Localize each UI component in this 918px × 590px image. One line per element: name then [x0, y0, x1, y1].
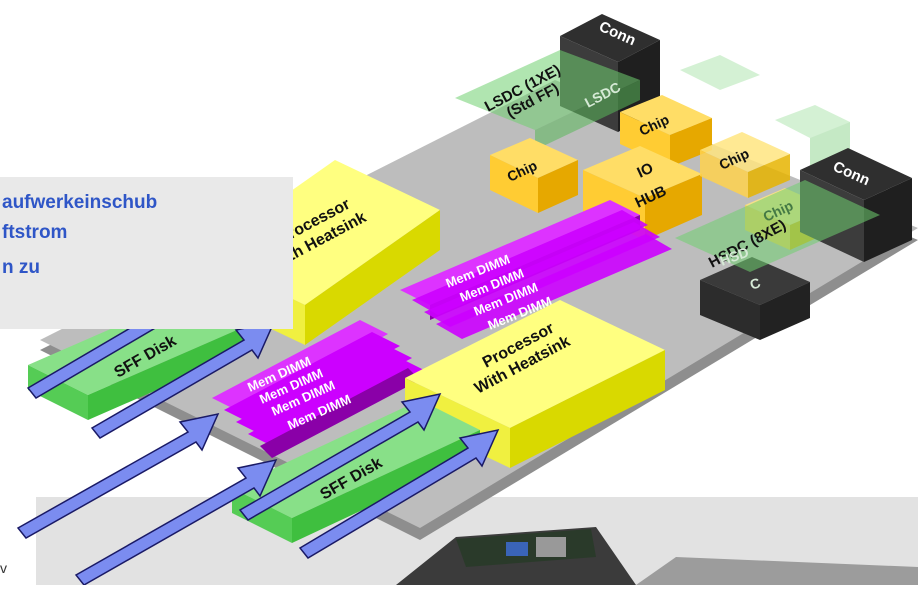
callout-line-1: aufwerkeinschub [2, 192, 158, 213]
lsdc-card: LSDC (1XE) (Std FF) LSDC [455, 50, 640, 150]
callout-panel: aufwerkeinschub ftstrom n zu [0, 177, 293, 329]
airflow-arrow-4 [74, 458, 278, 585]
hsdc-card: HSDC (8XE) HSD C [675, 180, 880, 340]
callout-line-2: ftstrom [2, 222, 68, 243]
airflow-arrows [16, 280, 500, 585]
server-photo-graphic [396, 527, 918, 585]
chip-3: Chip [700, 132, 790, 198]
stray-text: v [0, 560, 7, 576]
callout-line-3: n zu [2, 257, 40, 278]
airflow-arrow-5 [238, 392, 442, 521]
chip-1: Chip [490, 138, 578, 213]
io-label: IO [635, 159, 657, 181]
airflow-arrow-2 [90, 320, 276, 439]
airflow-arrow-3 [16, 412, 220, 539]
airflow-arrow-6 [298, 428, 500, 559]
dimm-row-back: Mem DIMM Mem DIMM Mem DIMM Mem DIMM [400, 200, 672, 339]
server-photo [36, 497, 918, 585]
chip-2: Chip [620, 95, 712, 167]
